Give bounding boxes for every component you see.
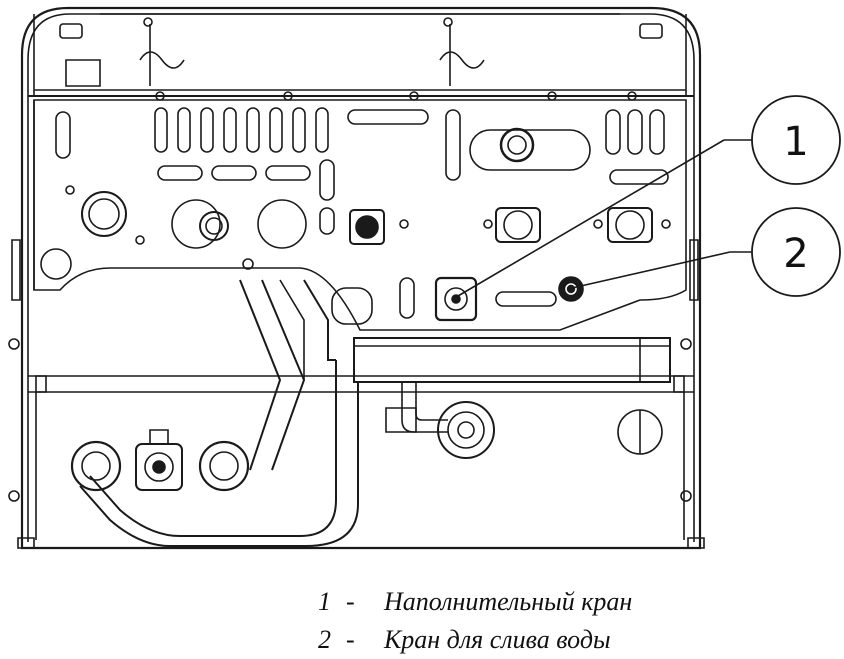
legend-number: 1 (318, 587, 331, 616)
callout-2 (572, 208, 840, 296)
boiler-housing (12, 8, 704, 548)
legend-dash: - (346, 587, 355, 616)
legend-text: Наполнительный кран (384, 587, 633, 616)
boiler-bottom-view-diagram: 1 2 (0, 0, 844, 560)
legend-item: 2-Кран для слива воды (318, 621, 818, 659)
filling-valve (436, 278, 476, 320)
vent-slots (56, 108, 668, 318)
lower-frame (28, 376, 694, 540)
screws (9, 92, 691, 501)
manifold-pipe (332, 288, 670, 382)
legend-text: Кран для слива воды (384, 625, 611, 654)
legend: 1-Наполнительный кран 2-Кран для слива в… (318, 583, 818, 659)
bottom-pipes (80, 280, 358, 546)
callout-2-label: 2 (783, 231, 808, 277)
bottom-fittings (72, 430, 248, 490)
legend-item: 1-Наполнительный кран (318, 583, 818, 621)
top-frame (28, 14, 694, 96)
mounting-plate (34, 100, 686, 330)
legend-number: 2 (318, 625, 331, 654)
drain-valve (559, 277, 583, 301)
plate-fittings (41, 129, 652, 279)
legend-dash: - (346, 625, 355, 654)
manifold-drop-pipe (386, 382, 494, 458)
callout-1-label: 1 (783, 119, 808, 165)
callout-1 (458, 96, 840, 296)
